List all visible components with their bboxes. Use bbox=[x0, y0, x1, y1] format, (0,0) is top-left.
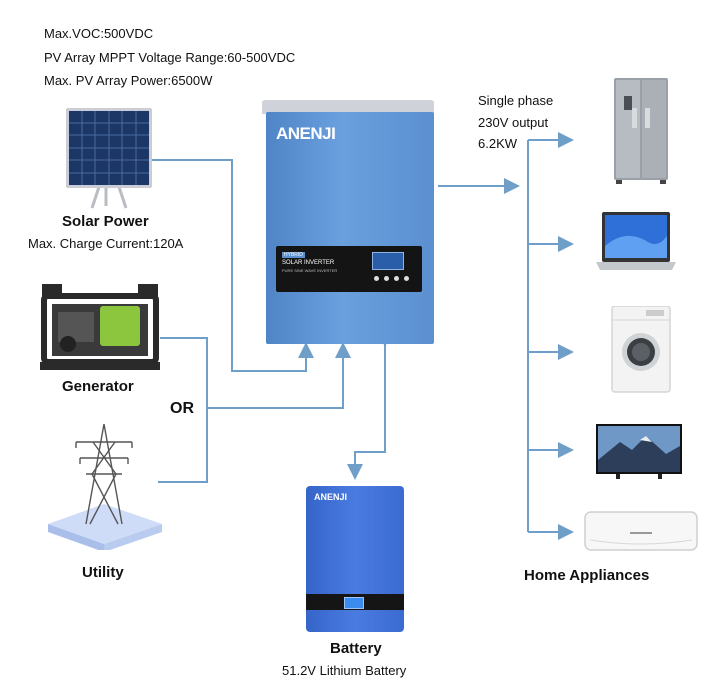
inverter-model: SOLAR INVERTER bbox=[282, 260, 335, 266]
generator-title: Generator bbox=[62, 378, 134, 395]
battery-body: ANENJI bbox=[306, 486, 404, 632]
wire-utility bbox=[158, 408, 208, 483]
inverter-button bbox=[404, 276, 409, 281]
battery-title: Battery bbox=[330, 640, 382, 657]
spec-voc: Max.VOC:500VDC bbox=[44, 26, 154, 41]
wire-solar bbox=[150, 159, 314, 372]
spec-mppt: PV Array MPPT Voltage Range:60-500VDC bbox=[44, 50, 296, 65]
air-conditioner-icon bbox=[584, 511, 698, 551]
wire-generator bbox=[160, 337, 351, 409]
inverter-tagline: PURE SINE WAVE INVERTER bbox=[282, 268, 338, 273]
spec-power: Max. PV Array Power:6500W bbox=[44, 73, 213, 88]
battery-display-strip bbox=[306, 594, 404, 610]
inverter-top-bracket bbox=[262, 100, 434, 114]
or-label: OR bbox=[170, 400, 194, 417]
inverter-brand: ANENJI bbox=[276, 124, 336, 143]
inverter-body: ANENJI HYBRID SOLAR INVERTER PURE SINE W… bbox=[266, 112, 434, 344]
solar-title: Solar Power bbox=[62, 213, 149, 230]
output-phase: Single phase bbox=[478, 93, 554, 108]
appliances-title: Home Appliances bbox=[524, 567, 650, 584]
utility-title: Utility bbox=[82, 564, 124, 581]
solar-subtitle: Max. Charge Current:120A bbox=[28, 236, 184, 251]
inverter-button bbox=[394, 276, 399, 281]
washing-machine-icon bbox=[611, 306, 671, 393]
refrigerator-icon bbox=[614, 78, 668, 184]
inverter-badge: HYBRID bbox=[282, 252, 305, 258]
inverter-button bbox=[374, 276, 379, 281]
solar-panel-icon bbox=[66, 108, 152, 209]
output-power: 6.2KW bbox=[478, 136, 518, 151]
inverter-button bbox=[384, 276, 389, 281]
battery-brand: ANENJI bbox=[314, 492, 348, 502]
battery-lcd-screen bbox=[344, 597, 364, 609]
power-tower-icon bbox=[48, 423, 162, 550]
inverter-control-panel: HYBRID SOLAR INVERTER PURE SINE WAVE INV… bbox=[276, 246, 422, 292]
generator-icon bbox=[40, 284, 160, 370]
wire-battery bbox=[347, 331, 393, 480]
output-voltage: 230V output bbox=[478, 115, 549, 130]
battery-subtitle: 51.2V Lithium Battery bbox=[282, 663, 407, 678]
tv-icon bbox=[596, 424, 682, 479]
inverter-lcd-screen bbox=[372, 252, 404, 270]
laptop-icon bbox=[596, 212, 676, 270]
